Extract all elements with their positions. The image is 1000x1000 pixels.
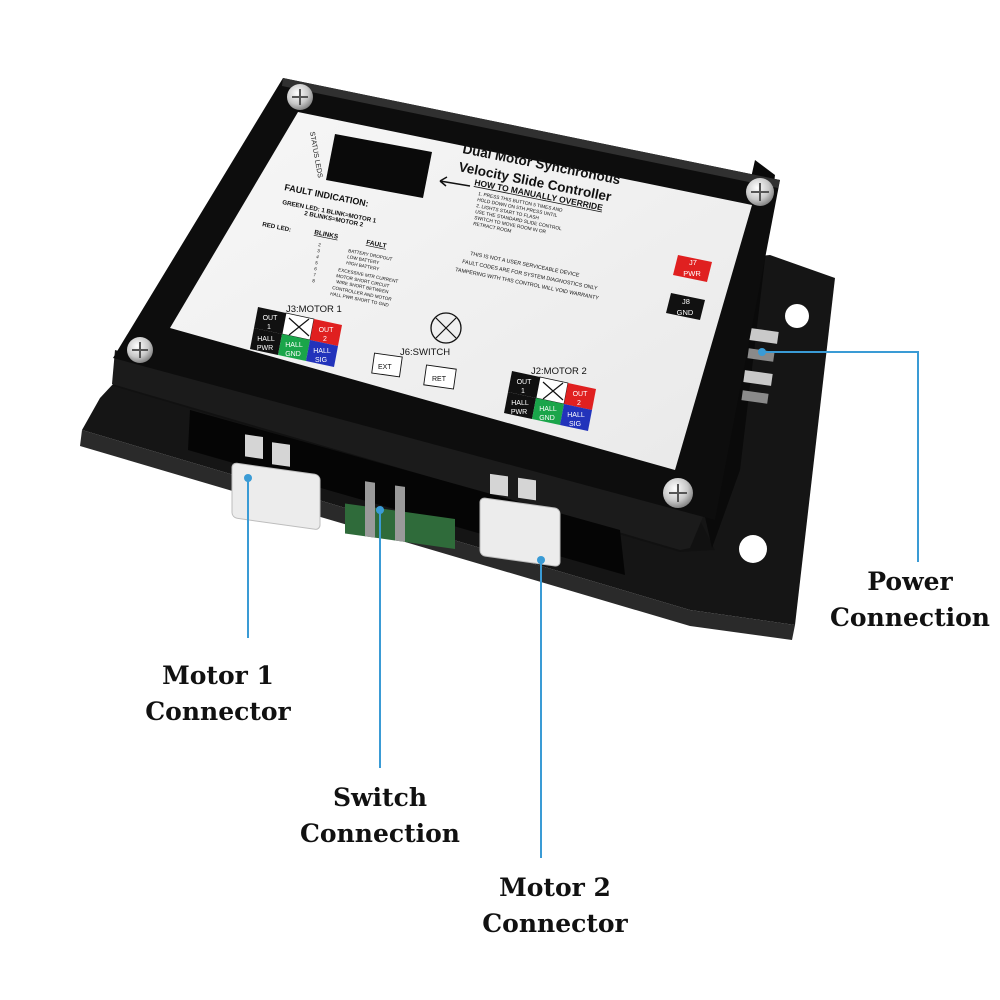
svg-text:HALL: HALL [539,406,557,413]
motor1-connector [231,434,321,530]
mounting-hole [785,304,809,328]
blink-number: 8 [312,278,316,283]
j8-gnd-tag: J8 GND [666,293,705,320]
fault-item: LOW BATTERY [347,254,380,265]
arrow-icon [439,176,471,187]
svg-text:HALL: HALL [257,336,275,343]
ret-button[interactable] [423,364,457,390]
switch-connection-callout: Switch Connection [282,780,478,852]
svg-text:2: 2 [577,400,581,407]
svg-text:OUT: OUT [319,327,335,334]
switch-connector [345,481,455,549]
callout-line: Power [867,567,953,596]
j3-motor1-pinout: J3:MOTOR 1 OUT 1 OUT 2 HALL PWR HALL GND… [250,304,342,367]
callout-line: Motor 1 [162,661,274,690]
fault-item: HIGH BATTERY [346,260,380,271]
svg-text:OUT: OUT [573,391,589,398]
svg-text:OUT: OUT [517,379,533,386]
screw [663,478,693,508]
svg-text:1: 1 [521,388,525,395]
j6-title: J6:SWITCH [400,347,450,358]
j3-title: J3:MOTOR 1 [286,304,342,315]
override-button-x-icon [435,317,457,339]
j7-pwr-tag: J7 PWR [673,255,712,282]
callout-line: Switch [332,783,428,812]
motor2-connector-callout: Motor 2 Connector [470,870,640,942]
callout-line: Motor 2 [499,873,611,902]
svg-text:J7: J7 [689,258,697,267]
callout-line: Connector [145,697,291,726]
svg-text:GND: GND [539,415,555,422]
fault-header: FAULT [366,239,387,250]
j6-switch-block: J6:SWITCH EXT RET [371,312,462,390]
override-button[interactable] [430,312,462,344]
svg-text:HALL: HALL [511,400,529,407]
svg-text:PWR: PWR [683,269,701,278]
leader-lines [244,348,919,858]
ret-label: RET [432,376,447,383]
mounting-hole [739,535,767,563]
blink-number: 6 [314,266,318,271]
svg-text:2: 2 [323,336,327,343]
svg-text:1: 1 [267,324,271,331]
callout-line: Connector [482,909,628,938]
power-leader-line [762,351,919,562]
screw [127,337,153,363]
blink-number: 7 [313,272,317,277]
svg-text:HALL: HALL [313,348,331,355]
svg-text:OUT: OUT [263,315,279,322]
label-sheet: STATUS LEDS Dual Motor Synchronous Veloc… [170,112,752,470]
power-connection-callout: Power Connection [822,564,998,636]
blink-number: 5 [315,260,319,265]
svg-text:GND: GND [285,351,301,358]
callout-line: Connection [830,603,990,632]
callout-line: Connection [300,819,460,848]
svg-text:HALL: HALL [285,342,303,349]
svg-text:PWR: PWR [511,409,527,416]
ext-label: EXT [378,364,392,371]
svg-text:SIG: SIG [315,357,327,364]
svg-text:J8: J8 [682,297,690,306]
no-connect-x-icon [542,381,564,401]
status-led-window [326,134,432,198]
motor1-connector-callout: Motor 1 Connector [118,658,318,730]
blink-number: 3 [317,248,321,253]
motor2-connector [479,473,561,567]
no-connect-x-icon [288,317,310,337]
blink-number: 2 [318,242,322,247]
screw [287,84,313,110]
ext-button[interactable] [371,352,403,378]
lid-screws [127,84,774,508]
j2-motor2-pinout: J2:MOTOR 2 OUT 1 OUT 2 HALL PWR HALL GND… [504,366,596,431]
svg-text:GND: GND [677,308,694,317]
svg-text:HALL: HALL [567,412,585,419]
blink-number: 4 [316,254,320,259]
screw [746,178,774,206]
svg-text:SIG: SIG [569,421,581,428]
blinks-header: BLINKS [314,229,340,241]
power-terminals [741,328,779,404]
svg-text:PWR: PWR [257,345,273,352]
j2-title: J2:MOTOR 2 [531,366,587,377]
